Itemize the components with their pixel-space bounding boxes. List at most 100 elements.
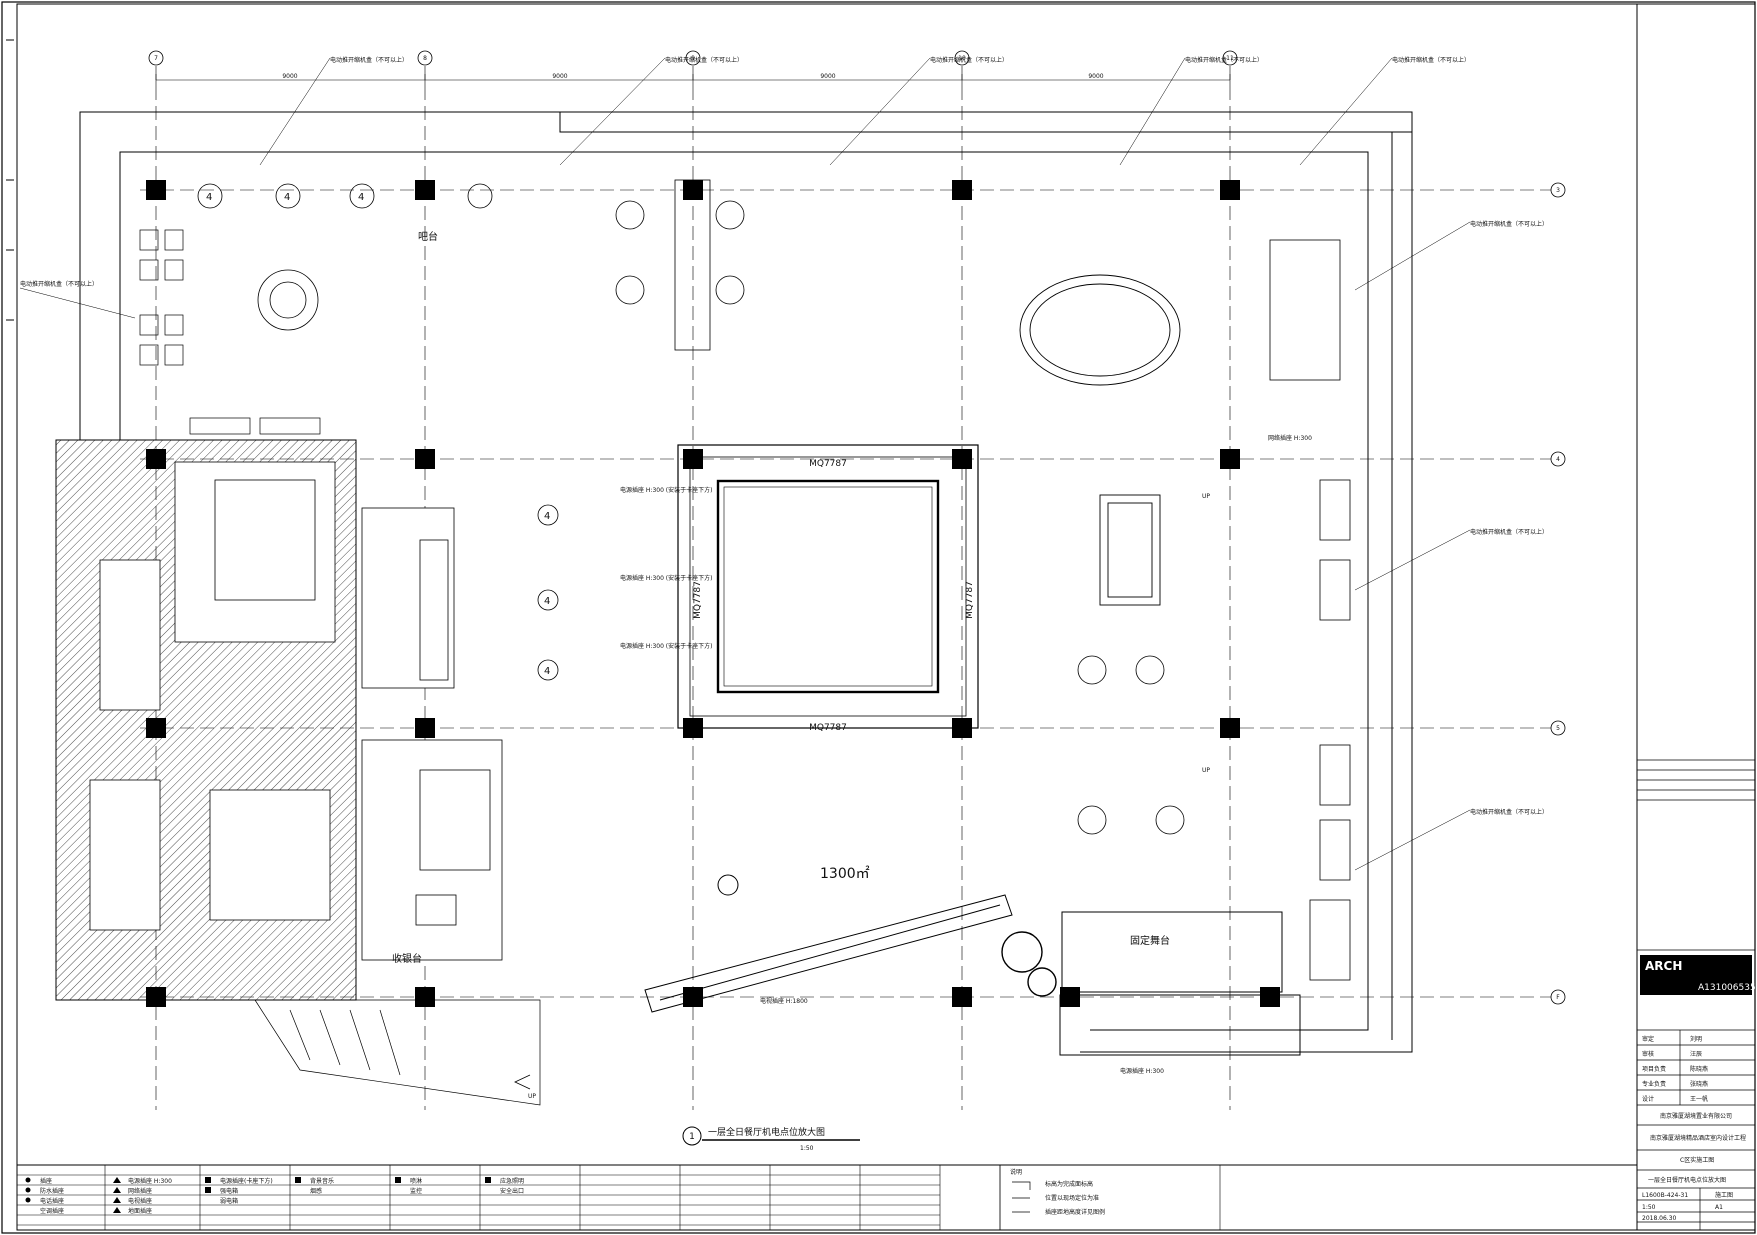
tb-row-1-label: 审定 [1642, 1035, 1654, 1043]
inner-frame [16, 3, 1756, 1231]
tb-scale: 1:50 [1642, 1204, 1656, 1211]
col-label-4: 10 [958, 55, 966, 62]
callout-network: 网络插座 H:300 [1268, 434, 1312, 442]
tb-row-4-label: 专业负责 [1642, 1080, 1666, 1088]
legend-symbols [25, 1177, 491, 1213]
tb-drawing-no: L1600B-424-31 [1642, 1192, 1688, 1199]
legend-item-12: 背景音乐 [310, 1177, 334, 1185]
callout-wall-socket-2: 电源插座 H:300 (安装于卡座下方) [620, 574, 712, 582]
tables-center-column [537, 179, 745, 681]
legend-grid [17, 1165, 1001, 1230]
view-number: 1 [689, 1132, 695, 1142]
drawing-scale: 1:50 [800, 1145, 814, 1152]
tb-project: 南京雅厦湖境精品酒店室内设计工程 [1650, 1134, 1746, 1142]
note-3: 插座距地高度详见图例 [1045, 1208, 1105, 1216]
legend-item-9: 电源插座(卡座下方) [220, 1177, 273, 1185]
legend-item-3: 防水插座 [40, 1187, 64, 1195]
legend-item-4: 网络插座 [128, 1187, 152, 1195]
tb-date: 2018.06.30 [1642, 1215, 1677, 1222]
table-seat-count-4: 4 [544, 511, 550, 522]
note-1: 标高为完成面标高 [1045, 1180, 1093, 1188]
row-label-4: F [1556, 994, 1560, 1001]
row-label-2: 4 [1556, 456, 1560, 463]
binding-ticks [6, 39, 14, 321]
row-label-3: 5 [1556, 725, 1560, 732]
stage-label: 固定舞台 [1130, 934, 1170, 947]
chair-blocks [139, 229, 321, 435]
landscape-trees [717, 874, 1057, 997]
stage-area [1059, 911, 1301, 1056]
tb-row-2-label: 审核 [1642, 1050, 1654, 1058]
title-block-lines [1637, 759, 1755, 1230]
col-label-5: 11 [1226, 55, 1234, 62]
span-dim-3: 9000 [820, 73, 835, 80]
callout-tv: 电视插座 H:1800 [760, 997, 808, 1005]
legend-item-7: 空调插座 [40, 1207, 64, 1215]
door-tag-top: MQ7787 [809, 459, 847, 469]
callout-floor-box-3: 电动推开缩机盒（不可以上） [930, 56, 1008, 64]
table-seat-count-6: 4 [544, 666, 550, 677]
span-dim-1: 9000 [282, 73, 297, 80]
tb-drawing-name: 一层全日餐厅机电点位放大图 [1648, 1176, 1726, 1184]
tb-row-3-value: 陈晓燕 [1690, 1065, 1708, 1073]
bar-label: 吧台 [418, 230, 438, 243]
oval-island [1019, 274, 1181, 386]
table-seat-count-3: 4 [358, 192, 364, 203]
callout-floor-box-5: 电动推开缩机盒（不可以上） [1392, 56, 1470, 64]
tb-row-5-value: 王一帆 [1690, 1095, 1708, 1103]
callout-floor-box-6: 电动推开缩机盒（不可以上） [1470, 220, 1548, 228]
up-label-1: UP [528, 1093, 536, 1100]
callout-floor-box-2: 电动推开缩机盒（不可以上） [665, 56, 743, 64]
tb-row-1-value: 刘明 [1690, 1035, 1702, 1043]
col-label-2: 8 [423, 55, 427, 62]
banquette-tables-right [1077, 239, 1351, 981]
col-label-1: 7 [154, 55, 158, 62]
firm-cert: A131006535 [1698, 983, 1756, 993]
legend-item-2: 电源插座 H:300 [128, 1177, 172, 1185]
note-2: 位置以现场定位为准 [1045, 1194, 1099, 1202]
callout-floor-box-4: 电动推开缩机盒（不可以上） [1185, 56, 1263, 64]
table-seat-count-2: 4 [284, 192, 290, 203]
legend-item-16: 应急照明 [500, 1177, 524, 1185]
door-tag-bottom: MQ7787 [809, 723, 847, 733]
tb-client: 南京雅厦湖境置业有限公司 [1660, 1112, 1732, 1120]
legend-item-15: 监控 [410, 1187, 422, 1195]
callout-floor-box-7: 电动推开缩机盒（不可以上） [1470, 528, 1548, 536]
tb-row-3-label: 项目负责 [1642, 1065, 1666, 1073]
col-label-3: 9 [691, 55, 695, 62]
legend-item-17: 安全出口 [500, 1187, 524, 1195]
column-bubbles [148, 50, 1238, 66]
row-bubbles [1550, 182, 1566, 1005]
diagonal-counter [644, 894, 1013, 1013]
tb-row-4-value: 张晓燕 [1690, 1080, 1708, 1088]
table-seat-count-5: 4 [544, 596, 550, 607]
span-dim-4: 9000 [1088, 73, 1103, 80]
legend-item-6: 电视插座 [128, 1197, 152, 1205]
tb-phase: C区实施工图 [1680, 1156, 1714, 1164]
tb-version: 施工图 [1715, 1191, 1733, 1199]
up-label-2: UP [1202, 493, 1210, 500]
stair [254, 999, 541, 1106]
door-tag-left: MQ7787 [693, 581, 703, 619]
view-number-bubble [682, 1126, 702, 1146]
callout-floor-box-1: 电动推开缩机盒（不可以上） [330, 56, 408, 64]
pool-table [1099, 494, 1161, 606]
callout-socket: 电源插座 H:300 [1120, 1067, 1164, 1075]
tb-row-5-label: 设计 [1642, 1095, 1654, 1103]
legend-item-11: 弱电箱 [220, 1197, 238, 1205]
notes-symbols [1012, 1181, 1031, 1213]
dining-tables-top-left [197, 183, 493, 331]
firm-logo-block [1640, 955, 1752, 995]
callout-floor-box-9: 电动推开缩机盒（不可以上） [20, 280, 98, 288]
area-label: 1300㎡ [820, 866, 870, 882]
legend-item-1: 插座 [40, 1177, 52, 1185]
drawing-title: 一层全日餐厅机电点位放大图 [708, 1126, 825, 1138]
row-label-1: 3 [1556, 187, 1560, 194]
table-seat-count-1: 4 [206, 192, 212, 203]
central-atrium [677, 444, 979, 729]
notes-title: 说明 [1010, 1168, 1022, 1176]
callout-wall-socket-3: 电源插座 H:300 (安装于卡座下方) [620, 642, 712, 650]
door-tag-right: MQ7787 [965, 581, 975, 619]
firm-logo: ARCH [1645, 959, 1682, 973]
